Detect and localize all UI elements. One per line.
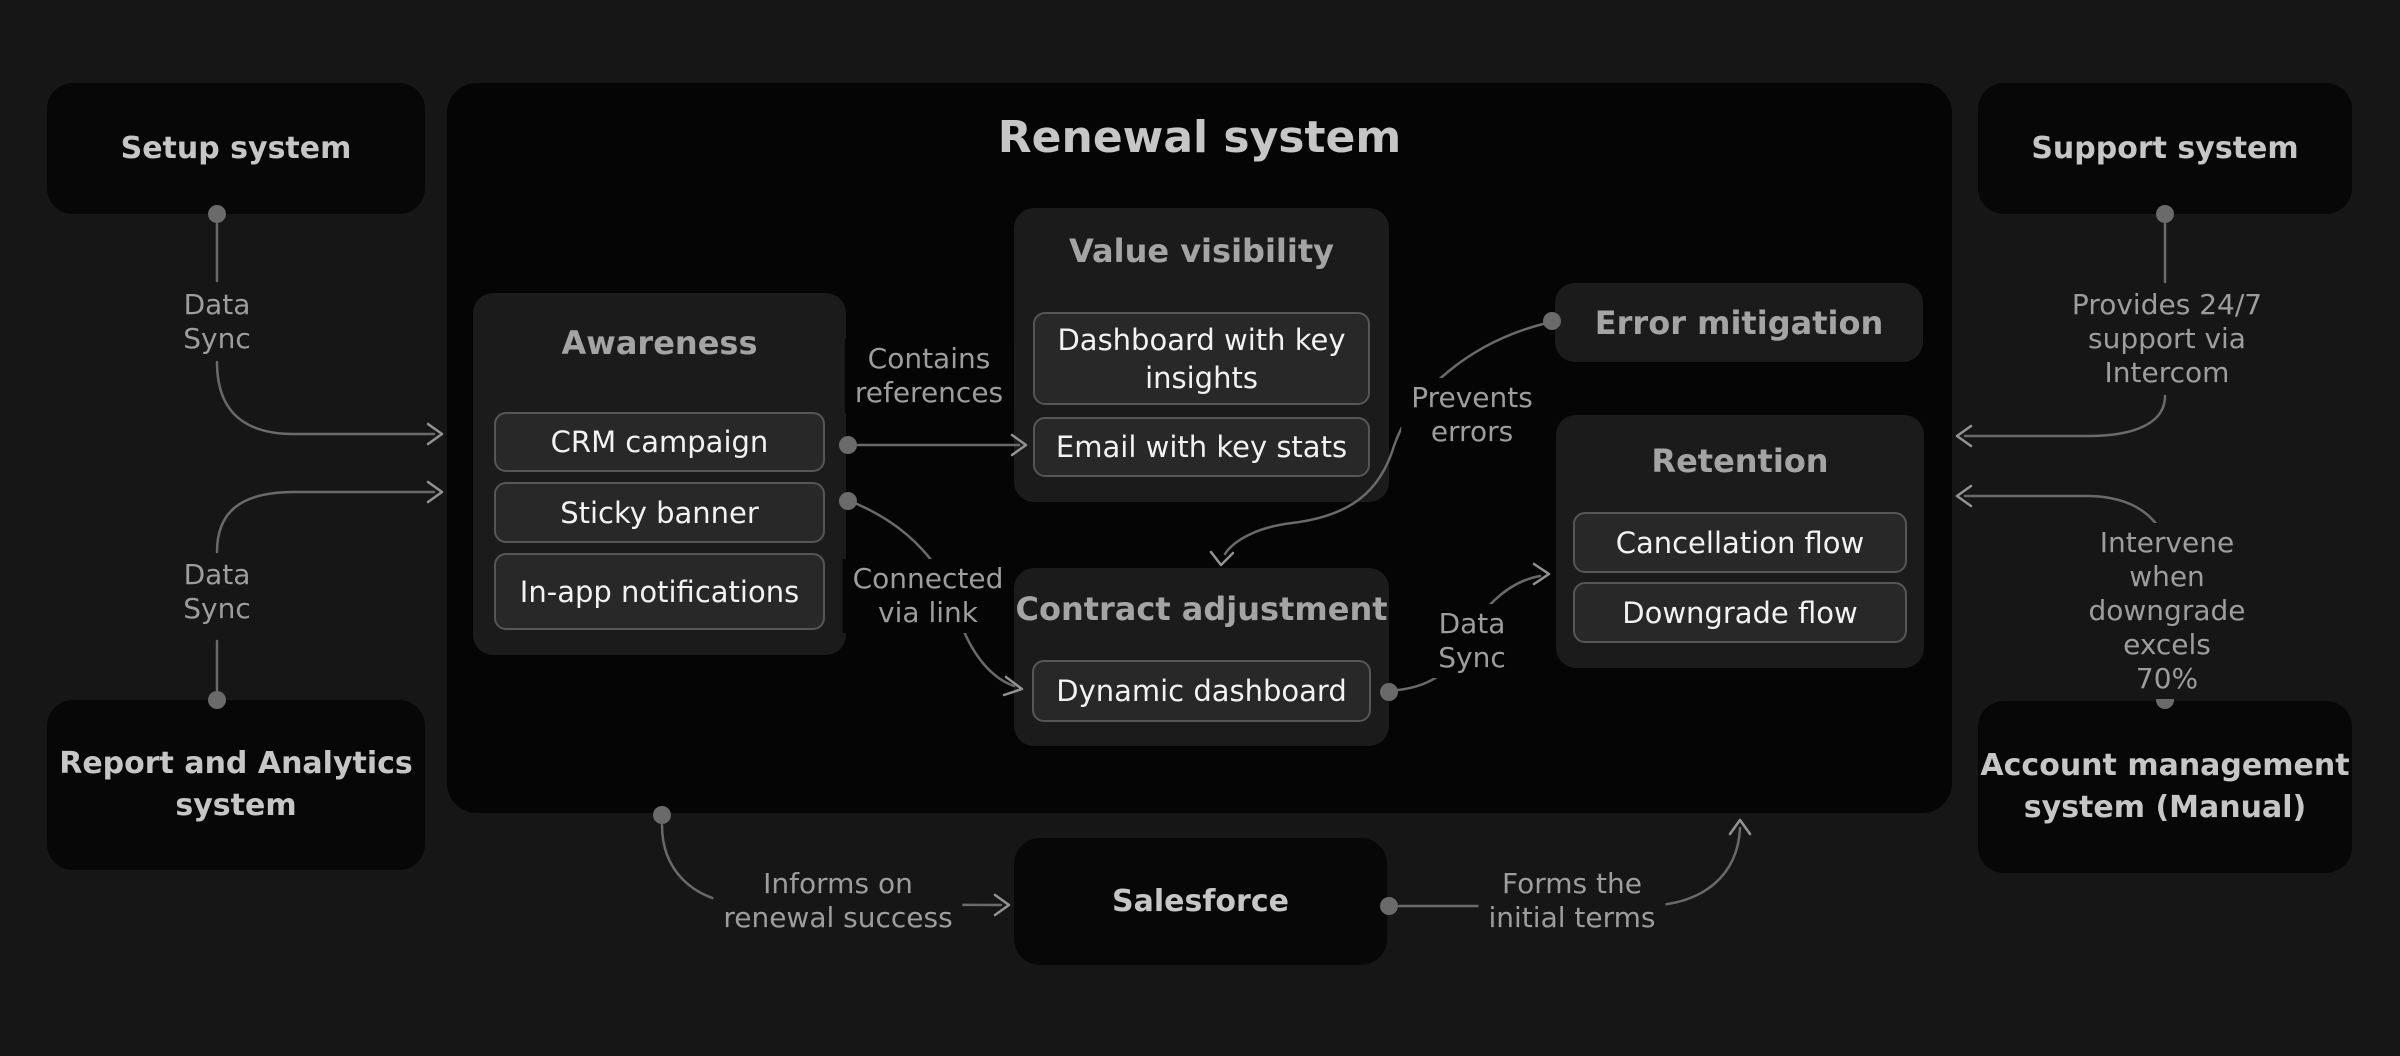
- retention-title: Retention: [1651, 442, 1829, 480]
- node-report-analytics-system[interactable]: Report and Analytics system: [47, 700, 425, 870]
- awareness-title: Awareness: [561, 324, 758, 362]
- label-provides-support: Provides 24/7 support via Intercom: [2061, 285, 2273, 393]
- renewal-system-title: Renewal system: [997, 112, 1402, 163]
- label-retention-data-sync: Data Sync: [1428, 604, 1516, 678]
- chip-cancellation-flow[interactable]: Cancellation flow: [1573, 512, 1907, 573]
- chip-sticky-banner[interactable]: Sticky banner: [494, 482, 825, 543]
- label-prevents-errors: Prevents errors: [1401, 378, 1543, 452]
- label-connected-via-link: Connected via link: [842, 559, 1014, 633]
- node-support-system[interactable]: Support system: [1978, 83, 2352, 214]
- label-setup-data-sync: Data Sync: [173, 285, 261, 359]
- chip-email-key-stats[interactable]: Email with key stats: [1033, 417, 1370, 477]
- label-forms-terms: Forms the initial terms: [1478, 864, 1666, 938]
- node-salesforce[interactable]: Salesforce: [1014, 838, 1387, 965]
- chip-in-app-notifications[interactable]: In-app notifications: [494, 553, 825, 630]
- label-informs-renewal: Informs on renewal success: [713, 864, 963, 938]
- label-contains-references: Contains references: [844, 339, 1014, 413]
- setup-system-title: Setup system: [120, 130, 352, 166]
- support-system-title: Support system: [2031, 130, 2299, 166]
- account-management-title: Account management system (Manual): [1980, 748, 2350, 825]
- contract-adjustment-title: Contract adjustment: [1015, 590, 1388, 628]
- chip-dashboard-key-insights[interactable]: Dashboard with key insights: [1033, 312, 1370, 405]
- label-report-data-sync: Data Sync: [173, 555, 261, 629]
- node-setup-system[interactable]: Setup system: [47, 83, 425, 214]
- chip-downgrade-flow[interactable]: Downgrade flow: [1573, 582, 1907, 643]
- error-mitigation-title: Error mitigation: [1594, 303, 1884, 342]
- salesforce-title: Salesforce: [1112, 883, 1289, 919]
- label-intervene-downgrade: Intervene when downgrade excels 70%: [2050, 523, 2284, 699]
- section-value-visibility[interactable]: Value visibility Dashboard with key insi…: [1014, 208, 1389, 502]
- chip-dynamic-dashboard[interactable]: Dynamic dashboard: [1032, 660, 1371, 722]
- report-analytics-title: Report and Analytics system: [59, 746, 413, 823]
- section-retention[interactable]: Retention Cancellation flow Downgrade fl…: [1556, 415, 1924, 668]
- chip-crm-campaign[interactable]: CRM campaign: [494, 412, 825, 472]
- section-error-mitigation[interactable]: Error mitigation: [1555, 283, 1923, 362]
- node-account-management-system[interactable]: Account management system (Manual): [1978, 701, 2352, 873]
- section-awareness[interactable]: Awareness CRM campaign Sticky banner In-…: [473, 293, 846, 655]
- value-visibility-title: Value visibility: [1068, 232, 1334, 270]
- section-contract-adjustment[interactable]: Contract adjustment Dynamic dashboard: [1014, 568, 1389, 746]
